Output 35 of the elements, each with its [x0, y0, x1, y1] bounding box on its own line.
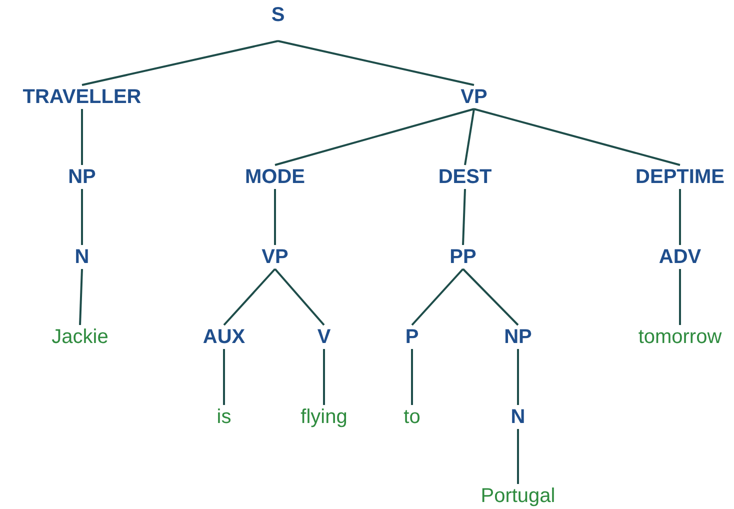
tree-branch — [81, 109, 83, 165]
tree-branch — [464, 108, 475, 166]
tree-branch — [679, 189, 681, 245]
category-label: N — [22, 245, 142, 269]
tree-branch — [517, 349, 519, 405]
category-label: MODE — [215, 165, 335, 189]
category-label: S — [218, 3, 338, 27]
tree-branch — [274, 108, 474, 166]
tree-branch — [81, 189, 83, 245]
tree-branch — [223, 268, 276, 326]
tree-branch — [679, 269, 681, 325]
category-label: VP — [414, 85, 534, 109]
tree-branch — [462, 188, 466, 246]
word-label: Jackie — [20, 325, 140, 349]
tree-branch — [411, 349, 413, 405]
category-label: TRAVELLER — [22, 85, 142, 109]
category-label: DEPTIME — [620, 165, 734, 189]
category-label: ADV — [620, 245, 734, 269]
category-label: PP — [403, 245, 523, 269]
tree-branch — [411, 268, 464, 326]
category-label: VP — [215, 245, 335, 269]
tree-branch — [474, 108, 680, 166]
category-label: NP — [22, 165, 142, 189]
tree-branch — [82, 40, 278, 86]
word-label: Portugal — [458, 484, 578, 508]
tree-branch — [323, 349, 325, 405]
category-label: DEST — [405, 165, 525, 189]
tree-branch — [79, 268, 83, 326]
tree-branch — [274, 189, 276, 245]
tree-branch — [462, 268, 519, 326]
tree-branch — [517, 429, 519, 484]
tree-branch — [274, 268, 325, 326]
word-label: tomorrow — [620, 325, 734, 349]
tree-branch — [223, 349, 225, 405]
tree-branch — [278, 40, 474, 86]
